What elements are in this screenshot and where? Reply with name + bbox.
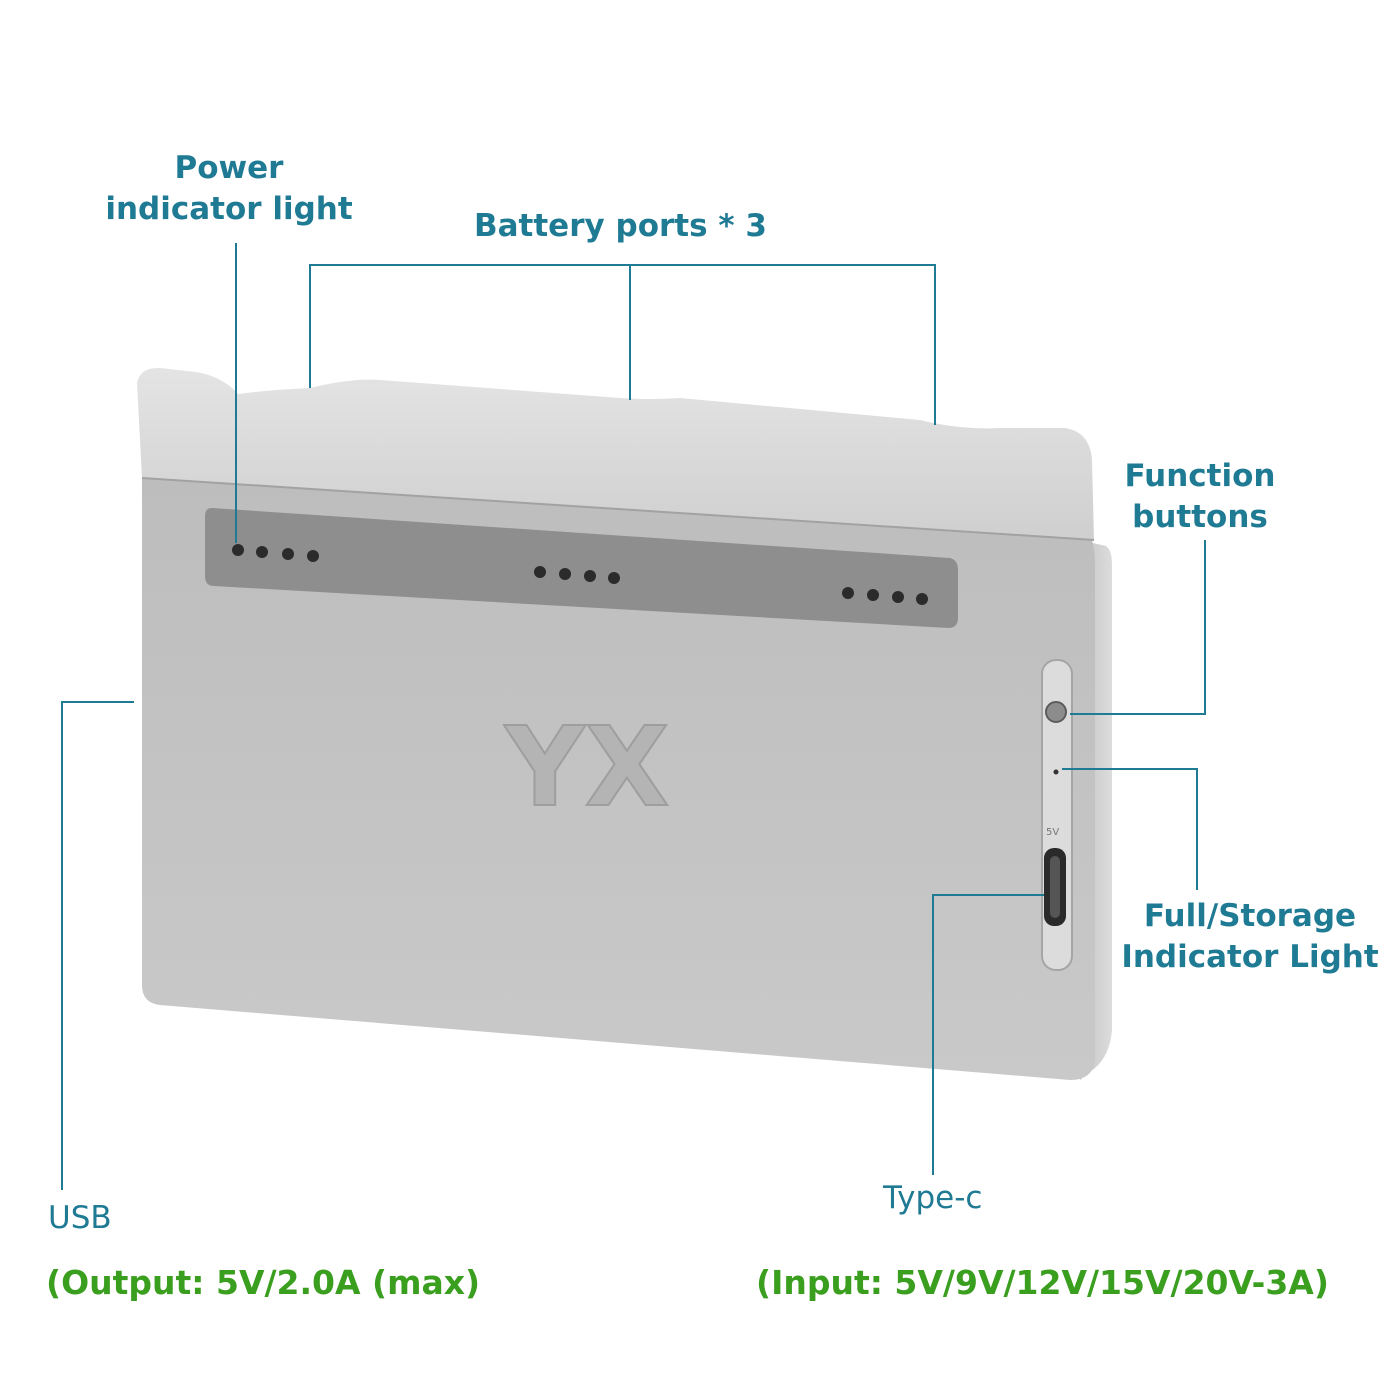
battery-port-strip [205, 508, 958, 628]
port-contact-dot-icon [842, 587, 854, 599]
battery-ports-label: Battery ports * 3 [474, 208, 767, 244]
usb-label: USB [48, 1200, 112, 1236]
port-contact-dot-icon [534, 566, 546, 578]
port-contact-dot-icon [559, 568, 571, 580]
typec-label: Type-c [883, 1180, 983, 1216]
port-contact-dot-icon [608, 572, 620, 584]
leader-lines [61, 243, 1206, 1190]
indicator-led-icon [1053, 769, 1059, 775]
port-contact-dot-icon [892, 591, 904, 603]
port-contact-dot-icon [916, 593, 928, 605]
usb-spec-label: (Output: 5V/2.0A (max) [46, 1263, 481, 1302]
port-contact-dot-icon [307, 550, 319, 562]
function-buttons-label: Function buttons [1124, 458, 1276, 535]
full-storage-indicator-label: Full/Storage Indicator Light [1121, 898, 1379, 975]
port-contact-dot-icon [232, 544, 244, 556]
charger-top-lid [137, 367, 1094, 540]
port-contact-dot-icon [256, 546, 268, 558]
port-contact-dot-icon [867, 589, 879, 601]
port-contacts [232, 544, 928, 605]
brand-logo: YX [503, 703, 669, 831]
port-contact-dot-icon [584, 570, 596, 582]
function-button-icon[interactable] [1045, 701, 1067, 723]
power-indicator-label: Power indicator light [105, 150, 353, 227]
typec-spec-label: (Input: 5V/9V/12V/15V/20V-3A) [756, 1263, 1329, 1302]
port-marking: 5V [1046, 827, 1059, 838]
port-contact-dot-icon [282, 548, 294, 560]
charger-front-face [142, 478, 1095, 1080]
